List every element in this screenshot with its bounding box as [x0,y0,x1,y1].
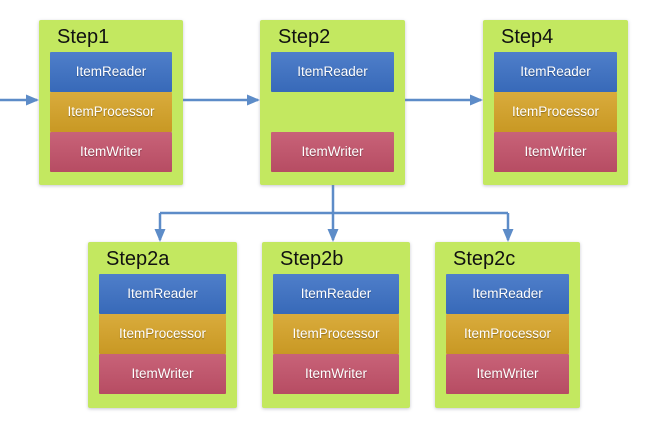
processor-gap [271,92,394,132]
itemreader-bar: ItemReader [494,52,617,92]
itemprocessor-bar: ItemProcessor [273,314,399,354]
step-bars: ItemReader ItemProcessor ItemWriter [494,52,617,172]
itemprocessor-bar: ItemProcessor [494,92,617,132]
itemwriter-bar: ItemWriter [50,132,172,172]
step-bars: ItemReader ItemProcessor ItemWriter [273,274,399,394]
itemwriter-bar: ItemWriter [494,132,617,172]
step-bars: ItemReader ItemProcessor ItemWriter [50,52,172,172]
itemprocessor-bar: ItemProcessor [446,314,569,354]
step-title: Step1 [57,26,110,48]
step-bars: ItemReader ItemWriter [271,52,394,172]
branch-trunk-line [160,185,508,215]
itemreader-bar: ItemReader [99,274,226,314]
step-title: Step2b [280,248,344,270]
itemprocessor-bar: ItemProcessor [99,314,226,354]
step-title: Step2 [278,26,331,48]
step-bars: ItemReader ItemProcessor ItemWriter [446,274,569,394]
step-title: Step4 [501,26,554,48]
step-box-step1: Step1 ItemReader ItemProcessor ItemWrite… [39,20,183,185]
step-box-step2: Step2 ItemReader ItemWriter [260,20,405,185]
step-title: Step2a [106,248,170,270]
step-box-step2a: Step2a ItemReader ItemProcessor ItemWrit… [88,242,237,408]
step-bars: ItemReader ItemProcessor ItemWriter [99,274,226,394]
step-box-step2c: Step2c ItemReader ItemProcessor ItemWrit… [435,242,580,408]
itemreader-bar: ItemReader [446,274,569,314]
step-title: Step2c [453,248,516,270]
step-box-step4: Step4 ItemReader ItemProcessor ItemWrite… [483,20,628,185]
itemprocessor-bar: ItemProcessor [50,92,172,132]
step-box-step2b: Step2b ItemReader ItemProcessor ItemWrit… [262,242,410,408]
itemreader-bar: ItemReader [273,274,399,314]
itemwriter-bar: ItemWriter [99,354,226,394]
itemwriter-bar: ItemWriter [273,354,399,394]
itemwriter-bar: ItemWriter [271,132,394,172]
itemwriter-bar: ItemWriter [446,354,569,394]
itemreader-bar: ItemReader [271,52,394,92]
itemreader-bar: ItemReader [50,52,172,92]
